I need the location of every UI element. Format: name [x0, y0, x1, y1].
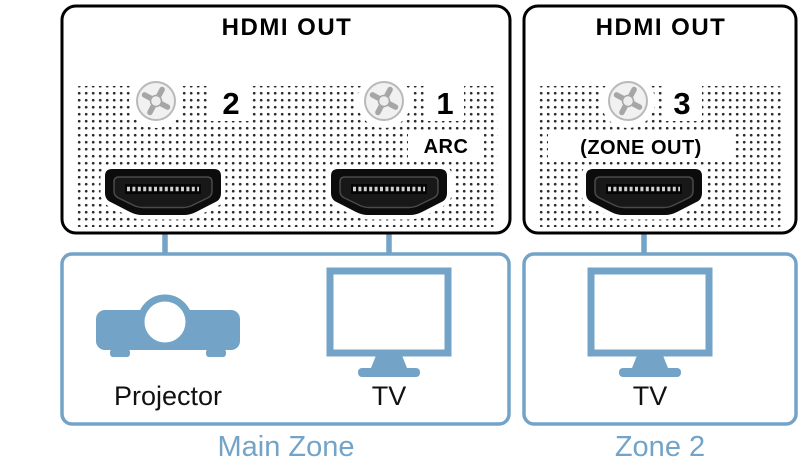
- projector-label: Projector: [114, 381, 222, 411]
- zone2-device-group: TV: [522, 252, 798, 426]
- zone-out-label: (ZONE OUT): [580, 137, 702, 159]
- receiver-panel-main: HDMI OUT 2 1 ARC: [60, 4, 512, 235]
- screw-icon: [357, 74, 411, 128]
- port-2-label: 2: [222, 86, 239, 121]
- port-1-label-backing: [426, 83, 464, 121]
- hdmi-out-title-zone: HDMI OUT: [596, 14, 727, 41]
- zone2-caption: Zone 2: [615, 431, 705, 463]
- arc-label: ARC: [424, 136, 469, 158]
- tv-zone-label: TV: [633, 381, 668, 411]
- hdmi-port-2: [105, 169, 221, 215]
- main-zone-device-group: Projector TV: [60, 252, 511, 426]
- port-3-label: 3: [673, 86, 690, 121]
- hdmi-port-3: [586, 169, 702, 215]
- port-2-label-backing: [210, 83, 252, 121]
- port-1-label: 1: [436, 86, 453, 121]
- hdmi-out-title-main: HDMI OUT: [222, 14, 353, 41]
- screw-icon: [129, 74, 183, 128]
- receiver-panel-zone: HDMI OUT 3 (ZONE OUT): [522, 4, 798, 235]
- hdmi-port-1: [331, 169, 447, 215]
- tv-main-label: TV: [372, 381, 407, 411]
- screw-icon: [601, 74, 655, 128]
- port-3-label-backing: [662, 83, 702, 121]
- projector-icon: [96, 294, 240, 357]
- zone-out-label-backing: [548, 131, 734, 162]
- main-zone-caption: Main Zone: [217, 431, 354, 463]
- arc-label-backing: [408, 131, 484, 160]
